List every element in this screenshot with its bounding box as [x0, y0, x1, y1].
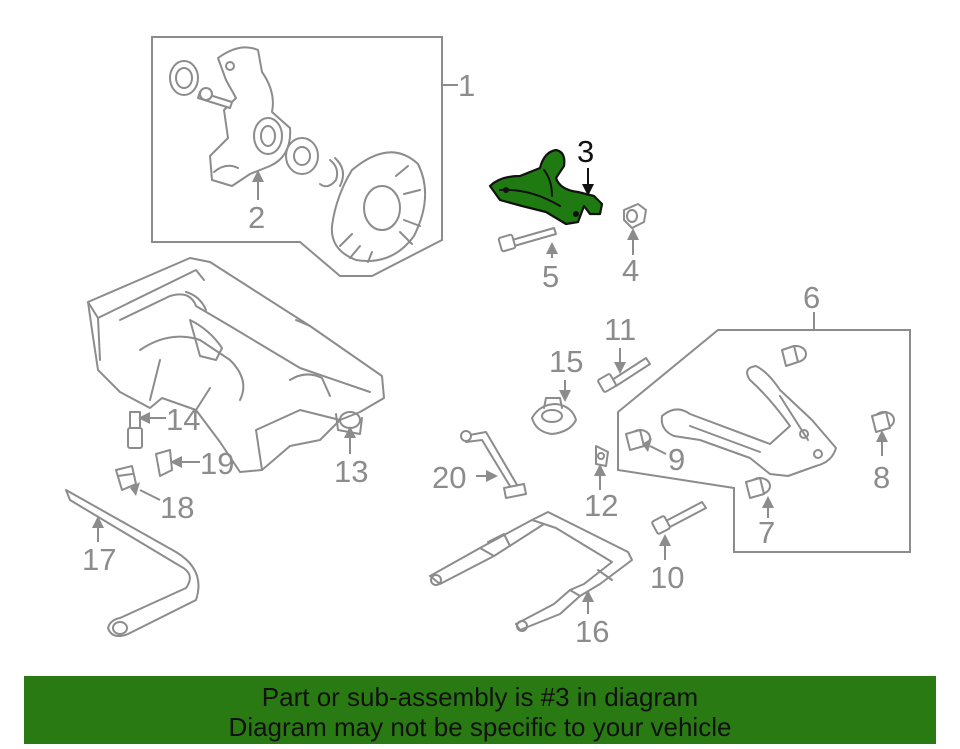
callout-5: 5: [542, 259, 559, 294]
callout-18: 18: [160, 490, 194, 525]
callout-3: 3: [577, 134, 594, 169]
callout-7: 7: [758, 515, 775, 550]
callout-13: 13: [334, 454, 368, 489]
info-banner: Part or sub-assembly is #3 in diagram Di…: [24, 676, 936, 744]
highlighted-part-3: [488, 148, 604, 226]
callout-14: 14: [166, 402, 200, 437]
callout-15: 15: [549, 344, 583, 379]
callout-1: 1: [458, 68, 475, 103]
callout-19: 19: [200, 446, 234, 481]
callout-20: 20: [432, 460, 466, 495]
subframe: [87, 257, 385, 473]
upper-arm-group: [617, 312, 911, 553]
callout-2: 2: [248, 200, 265, 235]
callout-4: 4: [622, 253, 639, 288]
callout-16: 16: [575, 614, 609, 649]
banner-line-1: Part or sub-assembly is #3 in diagram: [261, 682, 699, 712]
callout-17: 17: [82, 542, 116, 577]
callout-6: 6: [803, 280, 820, 315]
callout-9: 9: [668, 442, 685, 477]
callout-12: 12: [584, 488, 618, 523]
parts-diagram: 1 2 3 4 5 13 14 19: [65, 36, 911, 649]
callout-10: 10: [650, 560, 684, 595]
banner-line-2: Diagram may not be specific to your vehi…: [228, 712, 732, 742]
callout-8: 8: [873, 460, 890, 495]
lower-arm: [429, 511, 633, 632]
knuckle-assembly-group: [151, 36, 458, 277]
callout-11: 11: [604, 312, 636, 347]
